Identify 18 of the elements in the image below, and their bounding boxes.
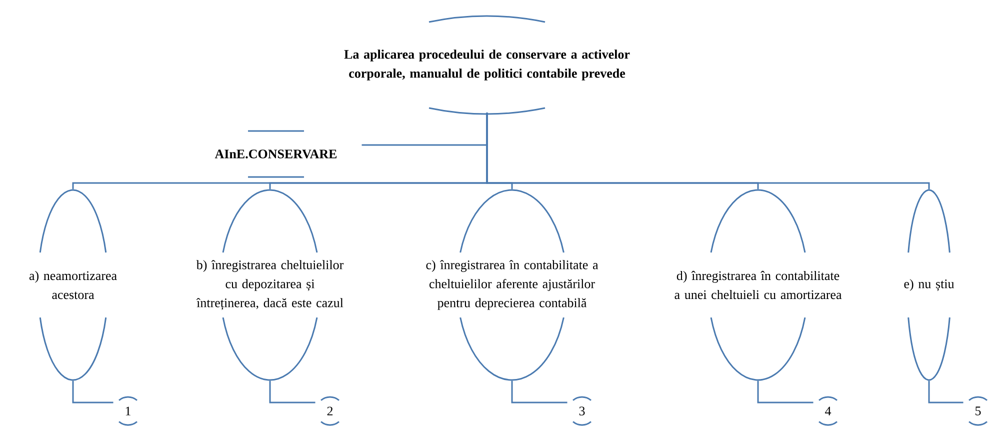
answer-number: 2 bbox=[320, 396, 340, 426]
connector-line bbox=[928, 380, 964, 404]
answer-oval: b) înregistrarea cheltuielilor cu depozitarea și întreținerea, dacă este cazul bbox=[196, 189, 344, 381]
answer-number: 1 bbox=[118, 396, 138, 426]
connector-line bbox=[269, 380, 316, 404]
connector-line bbox=[511, 380, 568, 404]
answer-oval: d) înregistrarea în contabilitate a unei cheltuieli cu amortizarea bbox=[674, 189, 842, 381]
answer-oval: a) neamortizarea acestora bbox=[29, 189, 117, 381]
answer-number: 4 bbox=[818, 396, 838, 426]
question-box: La aplicarea procedeului de conservare a activelor corporale, manualul de politici contabile prevede bbox=[344, 15, 630, 115]
category-box: AInE.CONSERVARE bbox=[214, 130, 337, 178]
connector-line bbox=[72, 380, 114, 404]
answer-number: 3 bbox=[572, 396, 592, 426]
answer-oval: e) nu știu bbox=[904, 189, 954, 381]
answer-number: 5 bbox=[968, 396, 988, 426]
connector-line bbox=[486, 112, 930, 190]
connector-line bbox=[757, 380, 814, 404]
answer-oval: c) înregistrarea în contabilitate a cheltuielilor aferente ajustărilor pentru deprecierea contabilă bbox=[426, 189, 598, 381]
